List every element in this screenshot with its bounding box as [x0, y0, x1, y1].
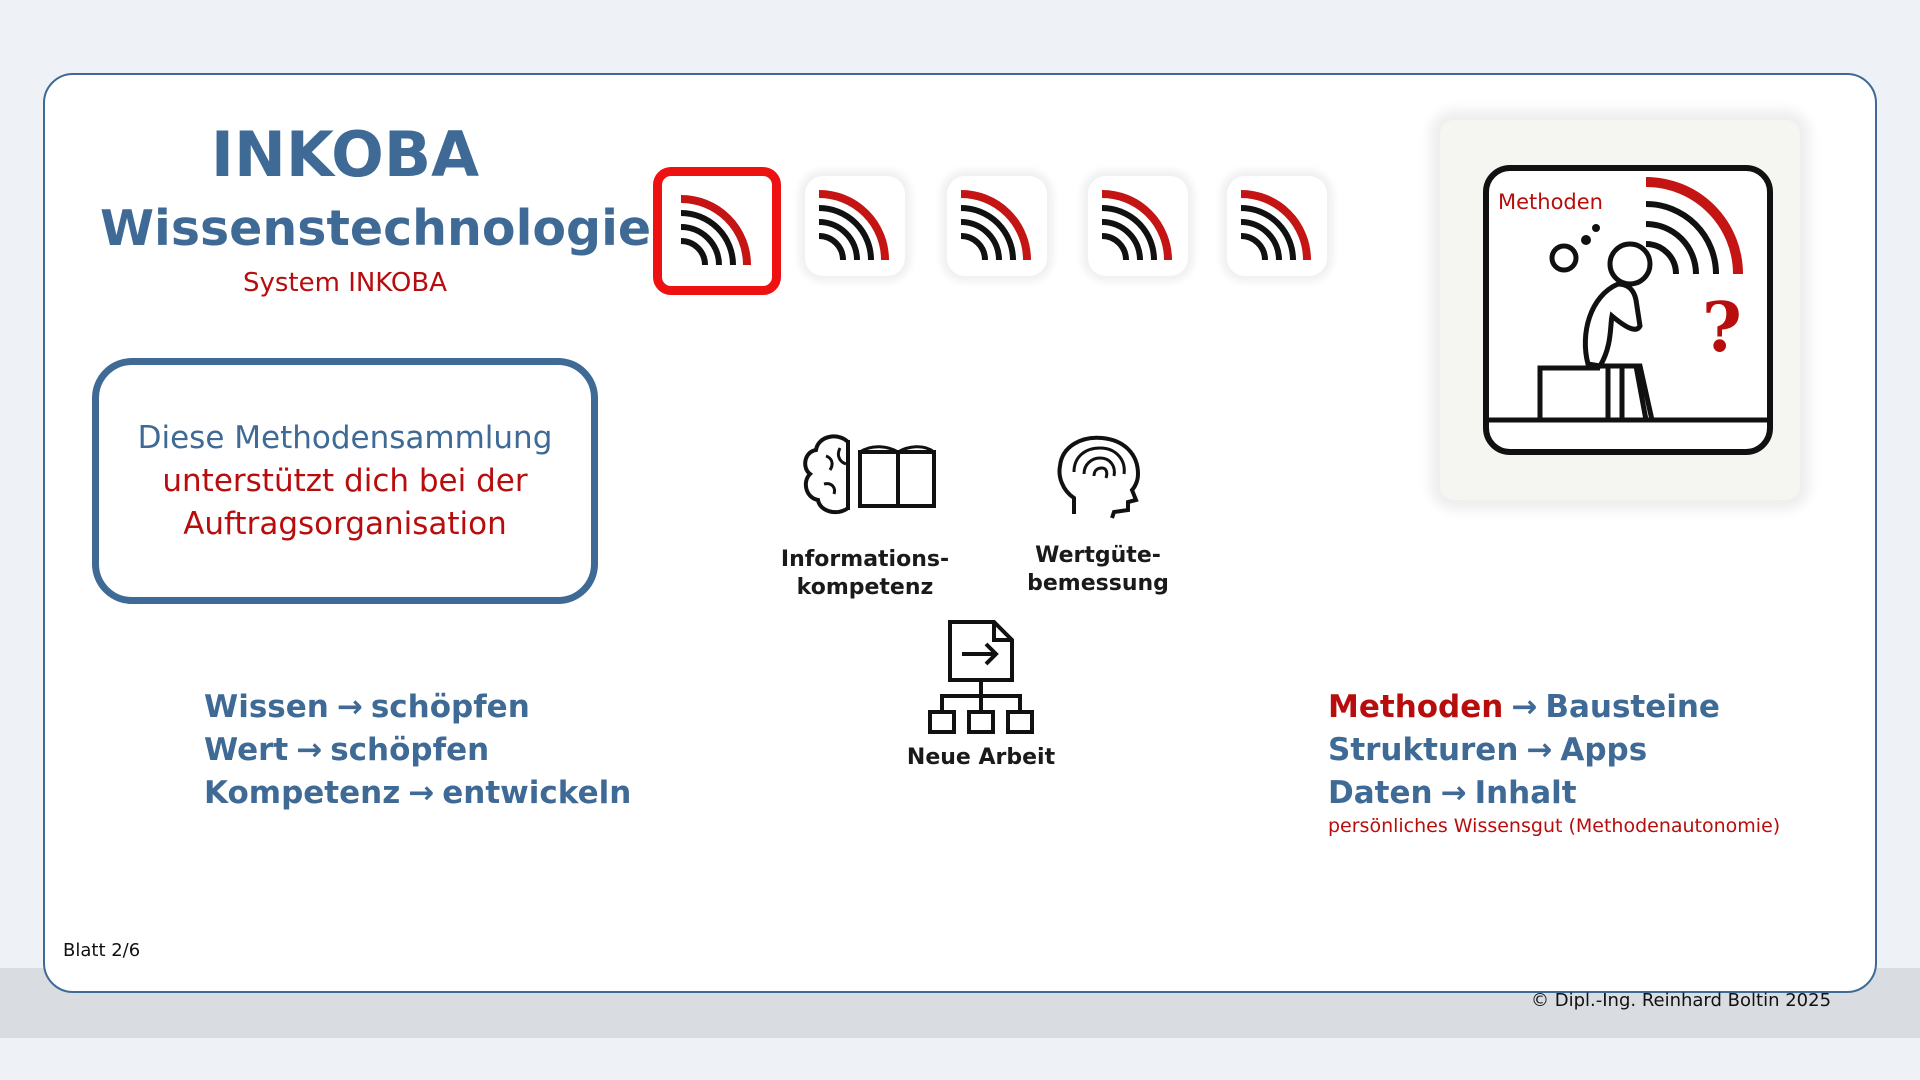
head-thinking-icon [1052, 432, 1144, 526]
signal-arc-icon [818, 190, 889, 261]
left-value-list: Wissen→schöpfen Wert→schöpfen Kompetenz→… [204, 686, 631, 815]
signal-arc-icon [1240, 190, 1311, 261]
list-item: Daten→Inhalt [1328, 772, 1720, 815]
thinker-image: Methoden ? [1440, 120, 1800, 500]
value-assessment-line-1: Wertgüte- [1035, 543, 1161, 568]
intro-line-3: Auftragsorganisation [183, 505, 507, 542]
list-item-from: Wissen [204, 689, 329, 725]
list-item-from: Daten [1328, 775, 1433, 811]
system-label: System INKOBA [242, 268, 448, 298]
list-item-to: Apps [1560, 732, 1648, 768]
arrow-right-icon: → [336, 689, 363, 725]
list-item: Wissen→schöpfen [204, 686, 631, 729]
arrow-right-icon: → [296, 732, 323, 768]
nav-tile-5[interactable] [1227, 176, 1327, 276]
question-mark-icon: ? [1702, 288, 1742, 368]
list-item-from: Strukturen [1328, 732, 1519, 768]
list-item-from: Kompetenz [204, 775, 401, 811]
intro-line-1: Diese Methodensammlung [137, 419, 553, 456]
brain-book-icon [800, 430, 940, 524]
signal-arc-icon [1101, 190, 1172, 261]
intro-line-2: unterstützt dich bei der [162, 462, 528, 499]
arrow-right-icon: → [1511, 689, 1538, 725]
info-competence-line-2: kompetenz [796, 575, 934, 600]
nav-tile-2[interactable] [805, 176, 905, 276]
value-assessment-line-2: bemessung [1027, 571, 1169, 596]
nav-tile-3[interactable] [947, 176, 1047, 276]
workflow-icon [924, 618, 1036, 740]
thinker-label: Methoden [1498, 190, 1603, 214]
signal-arc-icon [680, 195, 751, 266]
intro-box: Diese Methodensammlung unterstützt dich … [92, 358, 598, 604]
arrow-right-icon: → [1440, 775, 1467, 811]
list-item-to: Inhalt [1474, 775, 1577, 811]
list-item: Methoden→Bausteine [1328, 686, 1720, 729]
methods-note: persönliches Wissensgut (Methodenautonom… [1328, 815, 1781, 837]
page-subtitle: Wissenstechnologie [100, 200, 652, 257]
nav-tile-1[interactable] [653, 167, 781, 295]
list-item: Wert→schöpfen [204, 729, 631, 772]
list-item-to: schöpfen [330, 732, 490, 768]
page-title: INKOBA [210, 118, 480, 191]
copyright-text: © Dipl.-Ing. Reinhard Boltin 2025 [1531, 990, 1832, 1011]
value-assessment-label: Wertgüte- bemessung [1018, 542, 1178, 598]
info-competence-label: Informations- kompetenz [780, 546, 950, 602]
info-competence-line-1: Informations- [780, 547, 950, 572]
list-item-to: Bausteine [1545, 689, 1720, 725]
new-work-label: Neue Arbeit [906, 745, 1056, 770]
page-indicator: Blatt 2/6 [63, 940, 141, 961]
list-item-from: Methoden [1328, 689, 1504, 725]
nav-tile-4[interactable] [1088, 176, 1188, 276]
arrow-right-icon: → [1526, 732, 1553, 768]
arrow-right-icon: → [408, 775, 435, 811]
list-item-from: Wert [204, 732, 289, 768]
list-item-to: entwickeln [442, 775, 632, 811]
list-item: Strukturen→Apps [1328, 729, 1720, 772]
signal-arc-icon [960, 190, 1031, 261]
list-item: Kompetenz→entwickeln [204, 772, 631, 815]
list-item-to: schöpfen [370, 689, 530, 725]
right-method-list: Methoden→Bausteine Strukturen→Apps Daten… [1328, 686, 1720, 815]
